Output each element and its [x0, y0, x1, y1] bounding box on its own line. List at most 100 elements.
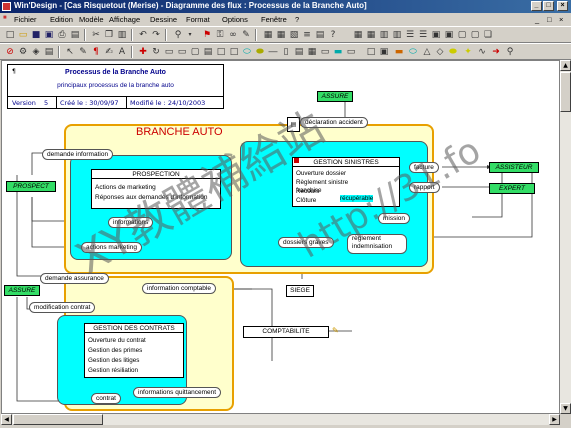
curve-icon[interactable]: ∿ [478, 47, 486, 57]
print-preview-icon[interactable]: ▤ [70, 30, 80, 40]
ellipse-icon[interactable]: ⬬ [256, 47, 264, 57]
triangle-icon[interactable]: △ [423, 47, 431, 57]
rectangle-icon[interactable]: ▭ [177, 47, 187, 57]
box-2-icon[interactable]: □ [229, 47, 239, 57]
flow-demande-information[interactable]: demande information [42, 149, 114, 160]
flow-actions-marketing[interactable]: actions marketing [81, 242, 142, 253]
scroll-up-arrow[interactable]: ▲ [560, 60, 571, 71]
frame-2-icon[interactable]: ▭ [320, 47, 330, 57]
new-icon[interactable]: □ [5, 30, 15, 40]
minimize-button[interactable]: _ [531, 1, 542, 11]
grid-3-icon[interactable]: ▦ [353, 30, 363, 40]
app-icon[interactable] [2, 2, 11, 11]
menu-affichage[interactable]: Affichage [109, 15, 141, 24]
help-icon[interactable]: ? [330, 30, 336, 40]
layout-icon[interactable]: ▤ [44, 47, 54, 57]
stop-icon[interactable]: ⊘ [6, 47, 14, 57]
flow-mission[interactable]: mission [378, 213, 411, 224]
table-icon[interactable]: ▥ [379, 30, 389, 40]
paste-icon[interactable]: ▥ [117, 30, 127, 40]
undo-icon[interactable]: ↶ [139, 30, 147, 40]
mdi-close-button[interactable]: × [559, 15, 564, 24]
actor-assisteur[interactable]: ASSISTEUR [489, 162, 539, 173]
properties-icon[interactable]: ▤ [315, 30, 325, 40]
menu-edition[interactable]: Edition [50, 15, 73, 24]
link-icon[interactable]: ∞ [229, 30, 237, 40]
cross-icon[interactable]: ✚ [139, 47, 147, 57]
scroll-right-arrow[interactable]: ▶ [549, 414, 560, 425]
cut-icon[interactable]: ✂ [92, 30, 100, 40]
table-shape-icon[interactable]: ▦ [307, 47, 317, 57]
menu-options[interactable]: Options [222, 15, 248, 24]
diagram-canvas[interactable]: ¶ Processus de la Branche Auto principau… [1, 60, 560, 414]
menu-fenetre[interactable]: Fenêtre [261, 15, 287, 24]
scroll-down-arrow[interactable]: ▼ [560, 403, 571, 414]
document-menu-icon[interactable]: ■ [3, 15, 7, 21]
redo-icon[interactable]: ↷ [152, 30, 160, 40]
horizontal-scrollbar[interactable]: ◀ ▶ [1, 414, 560, 425]
close-button[interactable]: × [557, 1, 568, 11]
oval-icon[interactable]: ⬬ [449, 47, 457, 57]
magic-wand-icon[interactable]: ✎ [242, 30, 250, 40]
cylinder-icon[interactable]: ⬭ [409, 47, 417, 57]
tile-icon[interactable]: ▣ [431, 30, 441, 40]
zoom-icon[interactable]: ⚲ [174, 30, 182, 40]
menu-help[interactable]: ? [295, 15, 300, 24]
horizontal-scroll-thumb[interactable] [13, 414, 103, 425]
menu-modele[interactable]: Modèle [79, 15, 104, 24]
flow-declaration-accident[interactable]: déclaration accident [300, 117, 368, 128]
process-icon[interactable]: ▤ [203, 47, 213, 57]
star-icon[interactable]: ✦ [464, 47, 472, 57]
options-icon[interactable]: ◈ [32, 47, 40, 57]
list-2-icon[interactable]: ☰ [418, 30, 428, 40]
flow-facture[interactable]: facture [409, 162, 439, 173]
zoom-menu-icon[interactable]: ▾ [188, 31, 192, 38]
square-icon[interactable]: □ [366, 47, 376, 57]
flow-icon[interactable]: ⬭ [243, 47, 251, 57]
window-icon[interactable]: ▢ [457, 30, 467, 40]
save-icon[interactable]: ■ [31, 30, 41, 40]
link-2-icon[interactable]: ⚲ [506, 47, 514, 57]
actor-prospect[interactable]: PROSPECT [6, 181, 56, 192]
box-icon[interactable]: □ [216, 47, 226, 57]
flow-rapport[interactable]: rapport [409, 182, 440, 193]
flow-demande-assurance[interactable]: demande assurance [40, 273, 109, 284]
actor-assure-top[interactable]: ASSURE [317, 91, 353, 102]
database-icon[interactable]: ▤ [294, 47, 304, 57]
mdi-maximize-button[interactable]: □ [547, 15, 552, 24]
tile-2-icon[interactable]: ▣ [444, 30, 454, 40]
pin-icon[interactable]: ¶ [93, 47, 99, 57]
open-icon[interactable]: ▭ [18, 30, 28, 40]
save-all-icon[interactable]: ▣ [44, 30, 54, 40]
process-prospection[interactable]: PROSPECTION Actions de marketing Réponse… [91, 169, 221, 209]
pencil-icon[interactable]: ✎ [332, 326, 339, 335]
menu-fichier[interactable]: Fichier [14, 15, 37, 24]
double-square-icon[interactable]: ▣ [379, 47, 389, 57]
actor-assure-left[interactable]: ASSURE [4, 285, 40, 296]
list-icon[interactable]: ☰ [405, 30, 415, 40]
pencil-icon[interactable]: ✎ [79, 47, 87, 57]
flow-dossiers-graves[interactable]: dossiers graves [278, 237, 334, 248]
cascade-icon[interactable]: ❏ [483, 30, 493, 40]
line-icon[interactable]: ― [268, 47, 278, 57]
grid-4-icon[interactable]: ▦ [366, 30, 376, 40]
page-icon[interactable]: ▯ [283, 47, 289, 57]
menu-format[interactable]: Format [186, 15, 210, 24]
pointer-icon[interactable]: ↖ [66, 47, 74, 57]
rounded-rectangle-icon[interactable]: ▢ [190, 47, 200, 57]
settings-icon[interactable]: ⚙ [18, 47, 28, 57]
external-siege[interactable]: SIEGE [286, 285, 314, 297]
menu-dessine[interactable]: Dessine [150, 15, 178, 24]
external-comptabilite[interactable]: COMPTABILITE [243, 326, 329, 338]
cartouche[interactable]: ¶ Processus de la Branche Auto principau… [7, 64, 224, 109]
flow-contrat[interactable]: contrat [91, 393, 121, 404]
diamond-icon[interactable]: ◇ [436, 47, 444, 57]
vertical-scroll-thumb[interactable] [560, 72, 571, 112]
maximize-button[interactable]: □ [543, 1, 554, 11]
flow-information-comptable[interactable]: information comptable [142, 283, 216, 294]
arrow-right-icon[interactable]: ➜ [492, 47, 500, 57]
table-2-icon[interactable]: ▥ [392, 30, 402, 40]
flow-reglement-indemnisation[interactable]: règlement indemnisation [347, 234, 407, 254]
flow-informations[interactable]: informations [108, 217, 154, 228]
actor-icon[interactable]: ▬ [333, 47, 343, 57]
